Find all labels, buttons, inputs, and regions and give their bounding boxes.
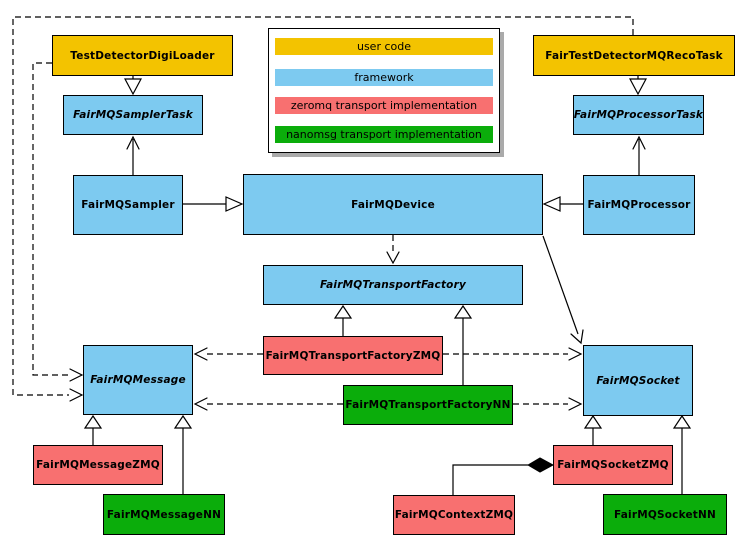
node-fairmqmessagezmq: FairMQMessageZMQ (33, 445, 163, 485)
edge-factoryzmq-to-socket (443, 347, 583, 361)
node-fairmqsamplertask: FairMQSamplerTask (63, 95, 203, 135)
edge-digiloader-to-message (32, 62, 84, 382)
edge-factorynn-to-transportfactory (453, 304, 473, 385)
legend-item-framework: framework (275, 69, 493, 86)
edge-factoryzmq-to-message (193, 347, 263, 361)
legend-box: user code framework zeromq transport imp… (268, 28, 500, 153)
edge-socketzmq-to-socket (583, 414, 603, 445)
node-fairmqcontextzmq: FairMQContextZMQ (393, 495, 515, 535)
node-fairtestdetectormqrecotask: FairTestDetectorMQRecoTask (533, 35, 735, 76)
edge-recotask-to-processortask (629, 76, 647, 96)
node-testdetectordigiloader: TestDetectorDigiLoader (52, 35, 233, 76)
node-fairmqsocketzmq: FairMQSocketZMQ (553, 445, 673, 485)
edge-processor-to-processortask (632, 135, 646, 175)
node-fairmqtransportfactorynn: FairMQTransportFactoryNN (343, 385, 513, 425)
edge-device-to-transportfactory (386, 235, 400, 265)
edge-socketnn-to-socket (672, 414, 692, 494)
node-fairmqsocket: FairMQSocket (583, 345, 693, 416)
edge-messagenn-to-message (173, 414, 193, 494)
legend-item-zeromq: zeromq transport implementation (275, 97, 493, 114)
edge-device-to-socket (542, 235, 584, 345)
edge-sampler-to-device (183, 196, 244, 212)
edge-factorynn-to-socket (513, 397, 583, 411)
edge-contextzmq-to-socketzmq (452, 457, 555, 495)
edge-messagezmq-to-message (83, 414, 103, 445)
edge-factorynn-to-message (193, 397, 343, 411)
legend-item-user-code: user code (275, 38, 493, 55)
node-fairmqtransportfactory: FairMQTransportFactory (263, 265, 523, 305)
edge-digiloader-to-samplertask (124, 75, 142, 96)
node-fairmqprocessortask: FairMQProcessorTask (573, 95, 704, 135)
edge-processor-to-device (542, 196, 583, 212)
edge-sampler-to-samplertask (126, 135, 140, 175)
node-fairmqprocessor: FairMQProcessor (583, 175, 695, 235)
node-fairmqdevice: FairMQDevice (243, 174, 543, 235)
edge-recotask-to-message (12, 16, 634, 402)
edge-factoryzmq-to-transportfactory (333, 304, 353, 336)
node-fairmqtransportfactoryzmq: FairMQTransportFactoryZMQ (263, 336, 443, 375)
node-fairmqsocketnn: FairMQSocketNN (603, 494, 727, 535)
legend-item-nanomsg: nanomsg transport implementation (275, 126, 493, 143)
node-fairmqsampler: FairMQSampler (73, 175, 183, 235)
node-fairmqmessagenn: FairMQMessageNN (103, 494, 225, 535)
node-fairmqmessage: FairMQMessage (83, 345, 193, 415)
